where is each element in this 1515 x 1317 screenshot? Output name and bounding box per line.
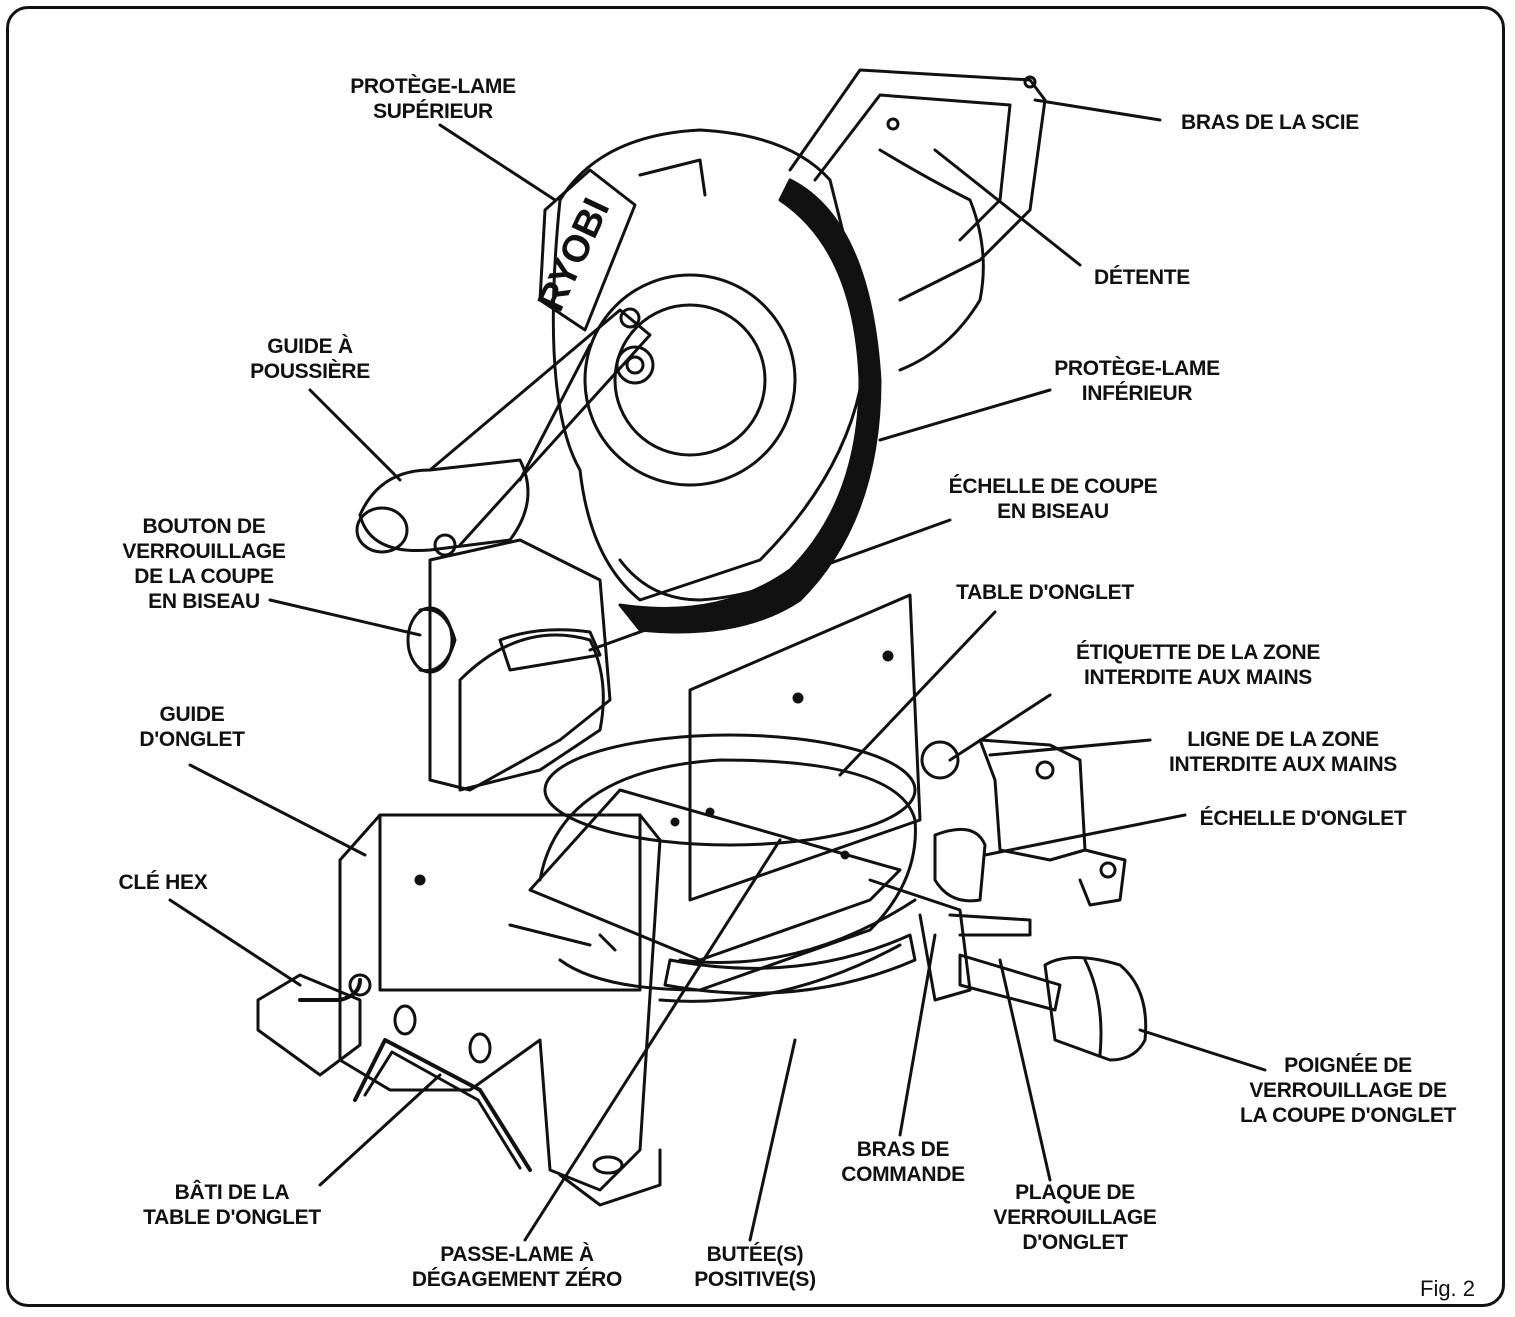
label-trigger: DÉTENTE — [1094, 265, 1190, 290]
label-positive-stops: BUTÉE(S)POSITIVE(S) — [694, 1242, 816, 1292]
label-miter-fence-line: GUIDE — [159, 703, 225, 726]
label-miter-lock-plate-line: D'ONGLET — [1022, 1231, 1128, 1254]
label-zero-clearance-line: PASSE-LAME À — [440, 1243, 594, 1266]
label-upper-guard-line: PROTÈGE-LAME — [350, 75, 516, 98]
label-no-hands-label-line: INTERDITE AUX MAINS — [1083, 666, 1313, 689]
lower-guard — [618, 178, 882, 634]
label-saw-arm-line: BRAS DE LA SCIE — [1181, 111, 1359, 134]
leader-lines — [168, 98, 1267, 1242]
miter-scale-arc — [663, 827, 987, 995]
label-miter-lock-plate-line: VERROUILLAGE — [993, 1206, 1157, 1229]
label-upper-guard-line: SUPÉRIEUR — [373, 100, 493, 123]
label-miter-table-line: TABLE D'ONGLET — [956, 581, 1134, 604]
label-miter-lock-plate-line: PLAQUE DE — [1015, 1181, 1135, 1204]
label-saw-arm: BRAS DE LA SCIE — [1181, 110, 1359, 135]
miter-table — [538, 733, 917, 1003]
saw-arm — [788, 68, 1047, 372]
dust-port — [355, 307, 652, 557]
label-control-arm-line: COMMANDE — [841, 1163, 965, 1186]
label-bevel-scale-line: EN BISEAU — [997, 500, 1109, 523]
label-miter-lock-handle-line: LA COUPE D'ONGLET — [1239, 1104, 1457, 1127]
control-arm-assembly — [868, 878, 1148, 1062]
label-bevel-scale-line: ÉCHELLE DE COUPE — [948, 475, 1158, 498]
upper-guard — [538, 128, 862, 602]
label-bevel-lock-knob-line: EN BISEAU — [148, 590, 260, 613]
label-miter-table: TABLE D'ONGLET — [956, 580, 1134, 605]
blade — [583, 273, 822, 602]
label-trigger-line: DÉTENTE — [1094, 266, 1190, 289]
label-dust-guide-line: POUSSIÈRE — [250, 360, 370, 383]
fence — [378, 593, 922, 992]
label-miter-lock-handle-line: VERROUILLAGE DE — [1249, 1079, 1447, 1102]
label-table-frame-line: BÂTI DE LA — [174, 1181, 290, 1204]
label-miter-fence-line: D'ONGLET — [139, 728, 245, 751]
table-frame — [256, 813, 662, 1207]
label-miter-scale: ÉCHELLE D'ONGLET — [1200, 806, 1407, 831]
label-hex-key: CLÉ HEX — [119, 870, 208, 895]
label-miter-lock-handle-line: POIGNÉE DE — [1284, 1054, 1412, 1077]
label-miter-scale-line: ÉCHELLE D'ONGLET — [1199, 807, 1407, 830]
label-bevel-lock-knob-line: DE LA COUPE — [134, 565, 274, 588]
right-base — [920, 738, 1127, 907]
figure-number: Fig. 2 — [1420, 1276, 1476, 1301]
label-no-hands-label-line: ÉTIQUETTE DE LA ZONE — [1075, 641, 1321, 664]
diagram-frame — [6, 6, 1505, 1307]
label-zero-clearance-line: DÉGAGEMENT ZÉRO — [411, 1268, 623, 1291]
label-no-hands-line-line: LIGNE DE LA ZONE — [1187, 728, 1379, 751]
label-bevel-lock-knob-line: VERROUILLAGE — [122, 540, 286, 563]
label-table-frame-line: TABLE D'ONGLET — [143, 1206, 321, 1229]
label-lower-guard-line: INFÉRIEUR — [1081, 382, 1193, 405]
label-bevel-lock-knob-line: BOUTON DE — [142, 515, 266, 538]
label-hex-key-line: CLÉ HEX — [118, 871, 208, 894]
label-no-hands-line-line: INTERDITE AUX MAINS — [1168, 753, 1398, 776]
label-positive-stops-line: POSITIVE(S) — [694, 1268, 816, 1291]
label-lower-guard-line: PROTÈGE-LAME — [1054, 357, 1220, 380]
label-dust-guide-line: GUIDE À — [267, 335, 353, 358]
bevel-assembly — [406, 538, 612, 792]
label-positive-stops-line: BUTÉE(S) — [706, 1243, 804, 1266]
label-control-arm-line: BRAS DE — [856, 1138, 950, 1161]
